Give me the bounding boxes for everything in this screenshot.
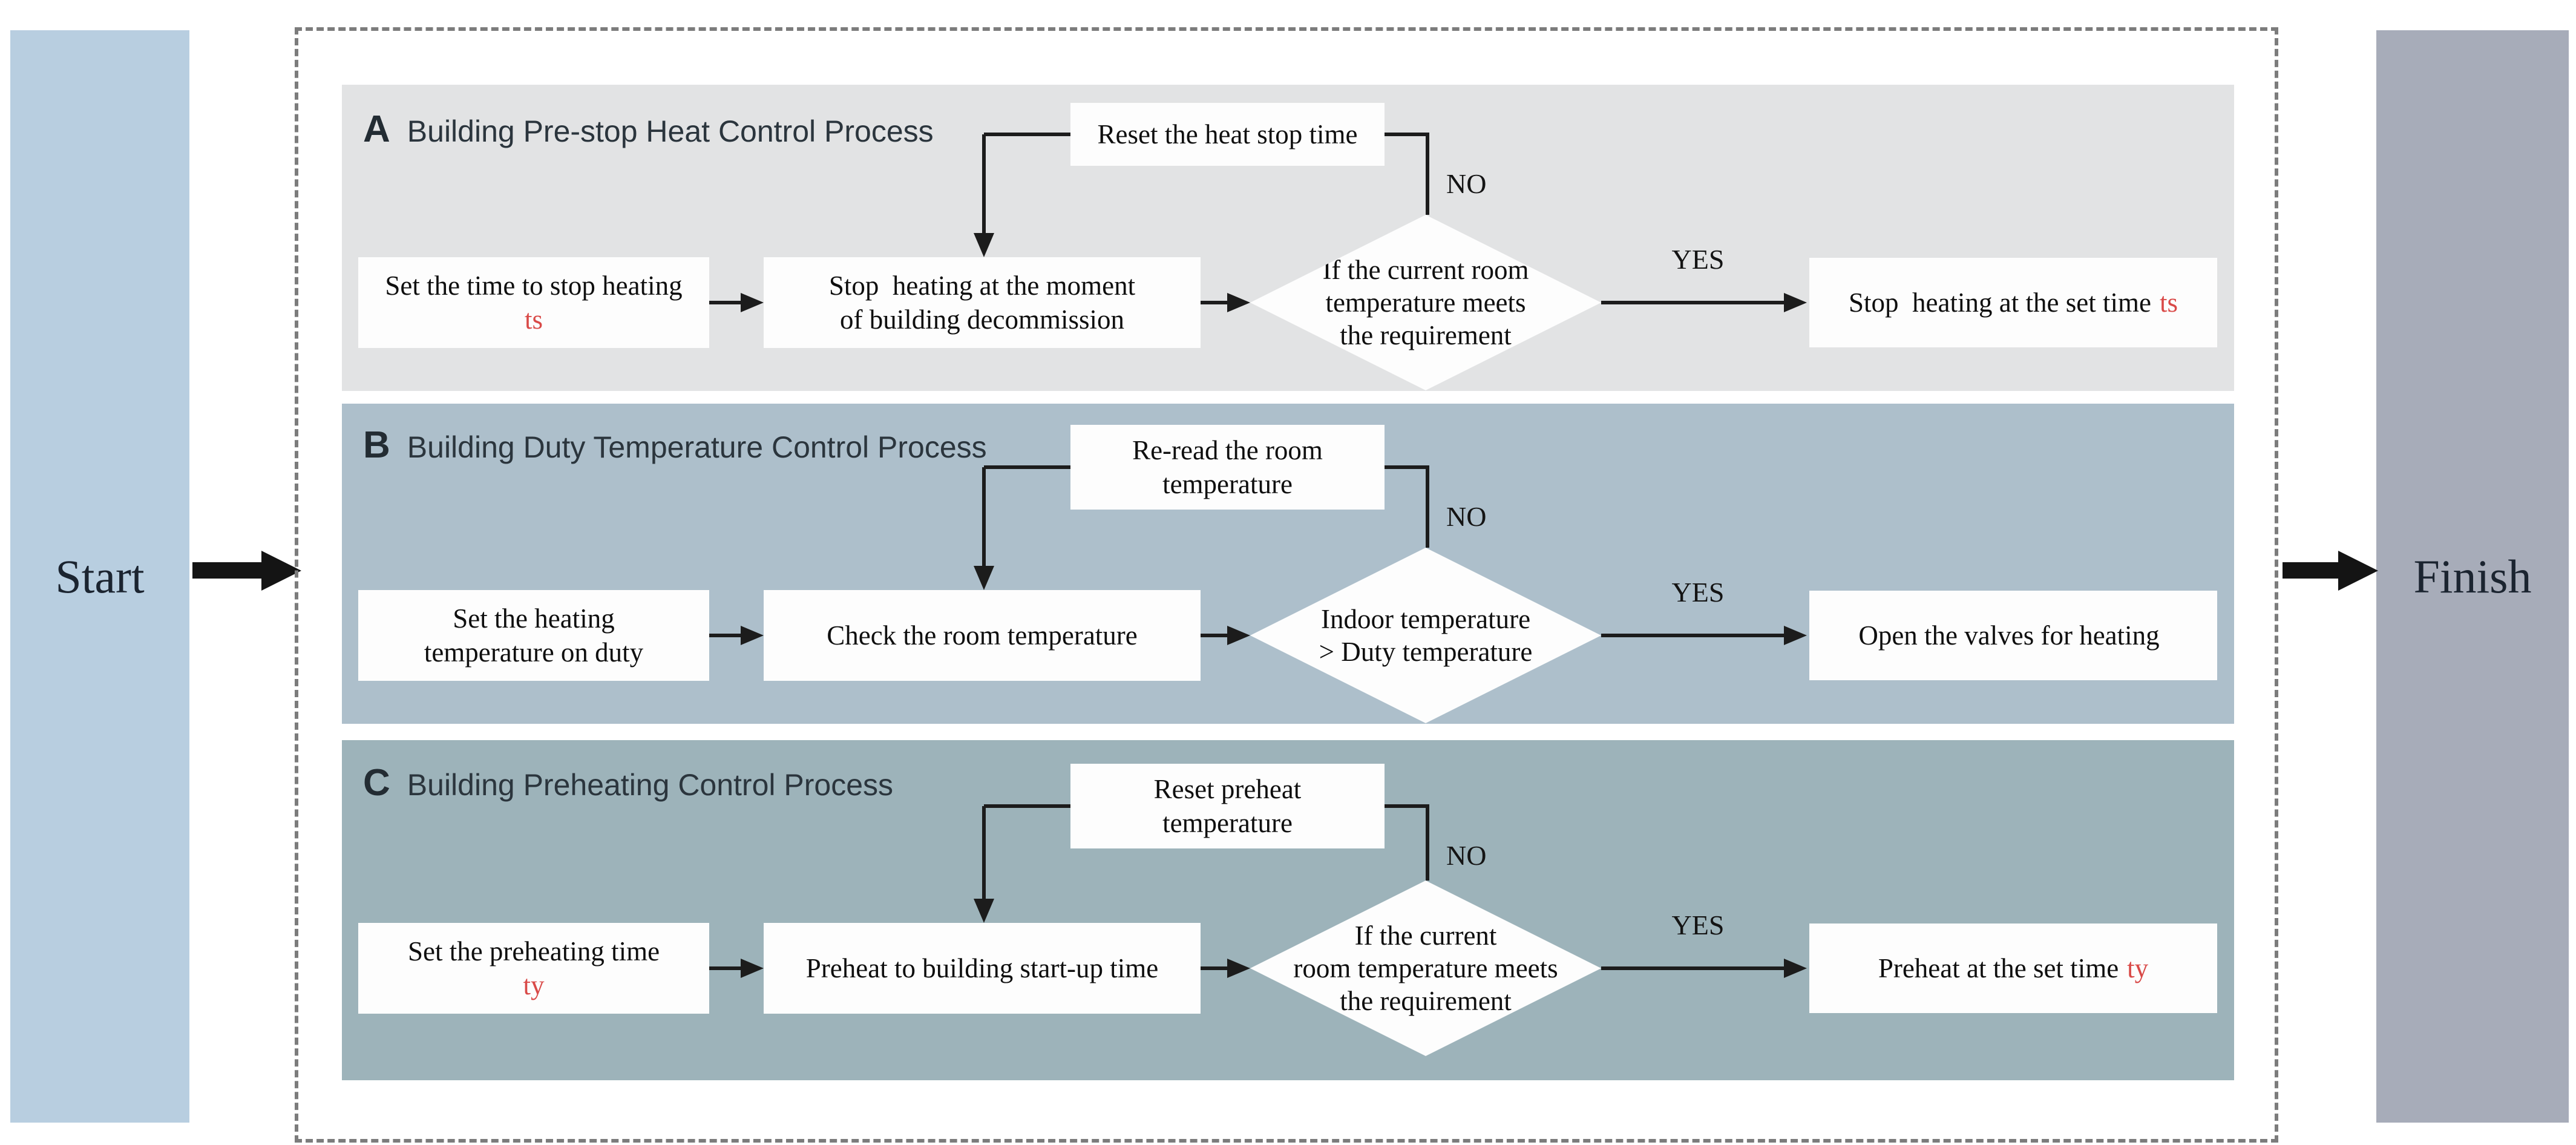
no-label: NO [1446,501,1487,532]
loop-line [1426,134,1429,215]
panel-b-reset-box: Re-read the room temperature [1070,425,1385,510]
reset-box-line: Reset the heat stop time [1097,119,1358,149]
panel-b-process-box: Check the room temperature [764,590,1201,681]
connector-line [709,301,743,304]
result-box-line: Stop heating at the set time ts [1849,286,2178,320]
decision-line: If the current [1354,920,1497,951]
dashed-border-frame [295,27,2278,1143]
panel-c-process-box: Preheat to building start-up time [764,923,1201,1014]
connector-line [1601,301,1786,304]
panel-a-result-box: Stop heating at the set time ts [1809,258,2217,347]
arrowhead-icon [1784,959,1807,978]
set-box-variable: ts [524,304,543,335]
arrowhead-icon [1227,293,1250,312]
start-arrow-shaft [192,562,263,579]
reset-box-line: Re-read the room [1132,435,1323,465]
panel-c-header: C Building Preheating Control Process [363,761,893,804]
arrowhead-icon [741,626,764,645]
decision-line: the requirement [1340,986,1512,1016]
decision-line: Indoor temperature [1320,604,1531,634]
start-terminal: Start [10,30,189,1123]
process-box-line: of building decommission [840,304,1124,335]
decision-line: the requirement [1340,320,1512,350]
set-box-line: temperature on duty [424,637,644,668]
panel-b-result-box: Open the valves for heating [1809,591,2217,680]
result-box-variable: ts [2159,287,2178,318]
finish-label: Finish [2413,550,2532,603]
connector-line [1601,634,1786,637]
process-box-line: Check the room temperature [827,620,1138,651]
panel-a-set-time-box: Set the time to stop heating ts [358,257,709,348]
arrowhead-icon [1784,293,1807,312]
connector-line [709,966,743,970]
set-box-line: Set the time to stop heating [385,271,683,301]
connector-line [1601,966,1786,970]
connector-line [1201,966,1230,970]
finish-arrow-head-icon [2338,551,2378,591]
panel-c-result-box: Preheat at the set time ty [1809,924,2217,1013]
arrowhead-icon [741,959,764,978]
panel-b-header: B Building Duty Temperature Control Proc… [363,424,987,467]
process-box-line: Preheat to building start-up time [805,953,1159,983]
panel-c-letter: C [363,762,390,804]
no-label: NO [1446,168,1487,199]
panel-a-process-box: Stop heating at the moment of building d… [764,257,1201,348]
decision-line: temperature meets [1325,287,1526,318]
decision-line: room temperature meets [1293,953,1558,983]
reset-box-line: temperature [1162,469,1293,499]
arrowhead-icon [1784,626,1807,645]
panel-a-letter: A [363,108,390,150]
panel-a-reset-box: Reset the heat stop time [1070,103,1385,166]
set-box-variable: ty [523,970,545,1000]
panel-c-title: Building Preheating Control Process [407,768,894,802]
loop-line [1426,467,1429,548]
loop-line [982,467,986,566]
no-label: NO [1446,840,1487,871]
arrowhead-down-icon [974,899,994,923]
start-label: Start [55,550,145,603]
connector-line [709,634,743,637]
panel-a-title: Building Pre-stop Heat Control Process [407,114,934,148]
panel-c-reset-box: Reset preheat temperature [1070,764,1385,848]
panel-b-letter: B [363,424,390,466]
result-box-text: Stop heating at the set time [1849,287,2151,318]
connector-line [1201,301,1230,304]
loop-line [982,806,986,899]
yes-label: YES [1671,244,1725,275]
finish-arrow-shaft [2283,562,2341,579]
reset-box-line: Reset preheat [1153,774,1302,804]
process-box-line: Stop heating at the moment [828,271,1136,301]
panel-b-set-temp-box: Set the heating temperature on duty [358,590,709,681]
panel-c-set-time-box: Set the preheating time ty [358,923,709,1014]
result-box-variable: ty [2127,953,2149,983]
yes-label: YES [1671,577,1725,608]
arrowhead-down-icon [974,233,994,257]
decision-line: > Duty temperature [1319,637,1533,667]
arrowhead-icon [1227,959,1250,978]
loop-line [1385,465,1429,469]
loop-line [1385,804,1429,808]
reset-box-line: temperature [1162,808,1293,838]
loop-line [982,134,986,233]
result-box-text: Preheat at the set time [1878,953,2119,983]
panel-b-title: Building Duty Temperature Control Proces… [407,430,987,464]
arrowhead-down-icon [974,566,994,590]
set-box-line: Set the heating [453,603,615,634]
loop-line [1385,133,1429,136]
result-box-line: Preheat at the set time ty [1878,951,2148,985]
set-box-line: Set the preheating time [407,936,660,966]
result-box-line: Open the valves for heating [1858,618,2168,652]
loop-line [984,465,1070,469]
loop-line [984,133,1070,136]
decision-line: If the current room [1322,255,1529,285]
arrowhead-icon [1227,626,1250,645]
connector-line [1201,634,1230,637]
panel-a-header: A Building Pre-stop Heat Control Process [363,108,934,151]
arrowhead-icon [741,293,764,312]
yes-label: YES [1671,910,1725,940]
loop-line [984,804,1070,808]
loop-line [1426,806,1429,881]
finish-terminal: Finish [2376,30,2569,1123]
result-box-text: Open the valves for heating [1858,620,2160,651]
